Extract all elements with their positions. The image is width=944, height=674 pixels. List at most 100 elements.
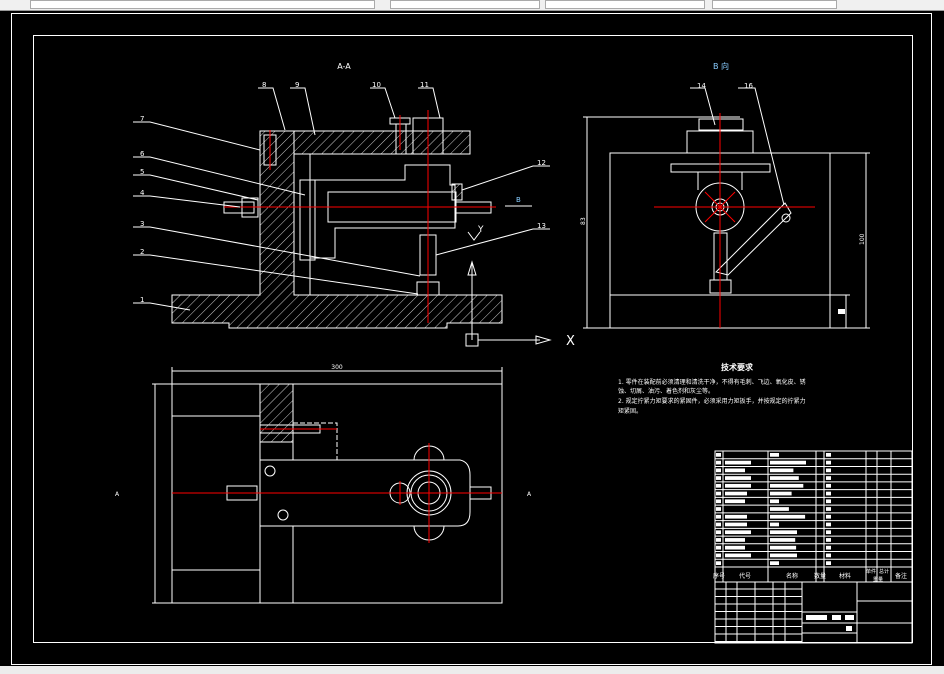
- cell-text-block: [725, 468, 745, 473]
- cell-text-block: [770, 468, 794, 473]
- cell-text-block: [725, 538, 745, 542]
- cell-text-block: [725, 553, 751, 558]
- view-title-b: B 向: [713, 61, 729, 71]
- header-remark: 备注: [895, 572, 907, 580]
- color-dropdown[interactable]: [390, 0, 540, 9]
- tech-req-line3: 2. 规定拧紧力矩要求的紧固件，必须采用力矩扳手，并按规定的拧紧力: [618, 397, 806, 405]
- cell-text-block: [770, 545, 797, 550]
- cell-text-block: [846, 626, 852, 631]
- cell-text-block: [845, 615, 854, 620]
- cell-text-block: [716, 483, 721, 488]
- view-b: B 向 14 16 83 100: [580, 61, 870, 329]
- cell-text-block: [826, 499, 831, 504]
- lineweight-dropdown[interactable]: [712, 0, 837, 9]
- cell-text-block: [725, 514, 747, 519]
- cell-text-block: [770, 561, 779, 565]
- label-11: 11: [420, 81, 429, 89]
- plan-view: 300 A A: [115, 364, 532, 604]
- cell-text-block: [770, 530, 797, 535]
- cell-text-block: [826, 530, 831, 535]
- cell-text-block: [826, 460, 831, 465]
- cell-text-block: [725, 460, 751, 465]
- cell-text-block: [826, 468, 831, 473]
- header-total: 总计: [879, 568, 889, 575]
- cell-text-block: [725, 476, 751, 480]
- cell-text-block: [716, 460, 721, 465]
- label-6: 6: [140, 150, 145, 158]
- cell-text-block: [806, 615, 827, 620]
- cell-text-block: [716, 545, 721, 550]
- cell-text-block: [826, 507, 831, 511]
- cell-text-block: [716, 491, 721, 496]
- cell-text-block: [725, 483, 751, 488]
- section-marker-right: A: [527, 491, 532, 498]
- cell-text-block: [826, 538, 831, 542]
- cell-text-block: [725, 499, 745, 504]
- ucs-x-label: X: [566, 334, 575, 349]
- cell-text-block: [770, 514, 806, 519]
- status-bar: [0, 666, 944, 674]
- inner-frame: [33, 35, 913, 643]
- label-4: 4: [140, 189, 145, 197]
- cell-text-block: [716, 538, 721, 542]
- cell-text-block: [826, 483, 831, 488]
- tech-req-line2: 蚀、切屑、油污、着色剂和灰尘等。: [618, 387, 714, 395]
- dim-height-right: 100: [859, 233, 866, 245]
- layer-dropdown[interactable]: [30, 0, 375, 9]
- cell-text-block: [716, 553, 721, 558]
- inner-cavity: [293, 153, 311, 296]
- tech-req-title: 技术要求: [721, 362, 754, 372]
- tech-req-line4: 矩紧固。: [618, 407, 642, 415]
- label-2: 2: [140, 248, 144, 256]
- leader-lines: [133, 87, 552, 347]
- toolbar: [0, 0, 944, 11]
- header-name: 名称: [786, 572, 798, 580]
- linetype-dropdown[interactable]: [545, 0, 705, 9]
- direction-b-label: B: [516, 196, 521, 204]
- cell-text-block: [725, 545, 745, 550]
- clamp-body: [309, 164, 456, 259]
- section-aa-view: A-A: [133, 62, 575, 349]
- cell-text-block: [770, 453, 779, 457]
- cell-text-block: [716, 561, 721, 565]
- cell-text-block: [716, 476, 721, 480]
- label-16: 16: [744, 82, 753, 90]
- view-title-aa: A-A: [337, 62, 351, 71]
- cell-text-block: [716, 468, 721, 473]
- label-7: 7: [140, 115, 144, 123]
- label-3: 3: [140, 220, 144, 228]
- cell-text-block: [826, 453, 831, 457]
- part-labels: 7 6 5 4 3 2 1 8 9 10 11 12 13 B X Y: [140, 81, 575, 349]
- tech-requirements: 技术要求 1. 零件在装配前必须清理和清洗干净，不得有毛刺、飞边、氧化皮、锈 蚀…: [618, 362, 806, 415]
- cell-text-block: [826, 545, 831, 550]
- label-8: 8: [262, 81, 266, 89]
- outer-frame: [11, 13, 932, 665]
- header-weight: 重量: [873, 576, 883, 583]
- header-qty: 数量: [814, 572, 826, 580]
- cell-text-block: [770, 522, 779, 527]
- label-5: 5: [140, 168, 144, 176]
- plan-hatched-block: [259, 383, 294, 443]
- label-1: 1: [140, 296, 144, 304]
- bom-header: 序号 代号 名称 数量 材料 单件 总计 重量 备注: [713, 568, 907, 583]
- cell-text-block: [826, 522, 831, 527]
- cell-text-block: [725, 530, 751, 535]
- cell-text-block: [716, 522, 721, 527]
- part-10-shank: [395, 123, 407, 155]
- cell-text-block: [826, 491, 831, 496]
- ucs-y-label: Y: [477, 225, 484, 235]
- dim-height-left: 83: [580, 217, 587, 225]
- cell-text-block: [770, 553, 797, 558]
- cell-text-block: [826, 561, 831, 565]
- cell-text-block: [770, 483, 804, 488]
- header-material: 材料: [839, 572, 851, 580]
- cell-text-block: [770, 499, 779, 504]
- guide-block: [299, 179, 316, 261]
- part-12: [451, 183, 463, 201]
- header-code: 代号: [739, 572, 751, 580]
- dim-width-top: 300: [331, 364, 343, 371]
- tech-req-line1: 1. 零件在装配前必须清理和清洗干净，不得有毛刺、飞边、氧化皮、锈: [618, 378, 806, 386]
- cell-text-block: [826, 553, 831, 558]
- small-label-block: [838, 309, 845, 314]
